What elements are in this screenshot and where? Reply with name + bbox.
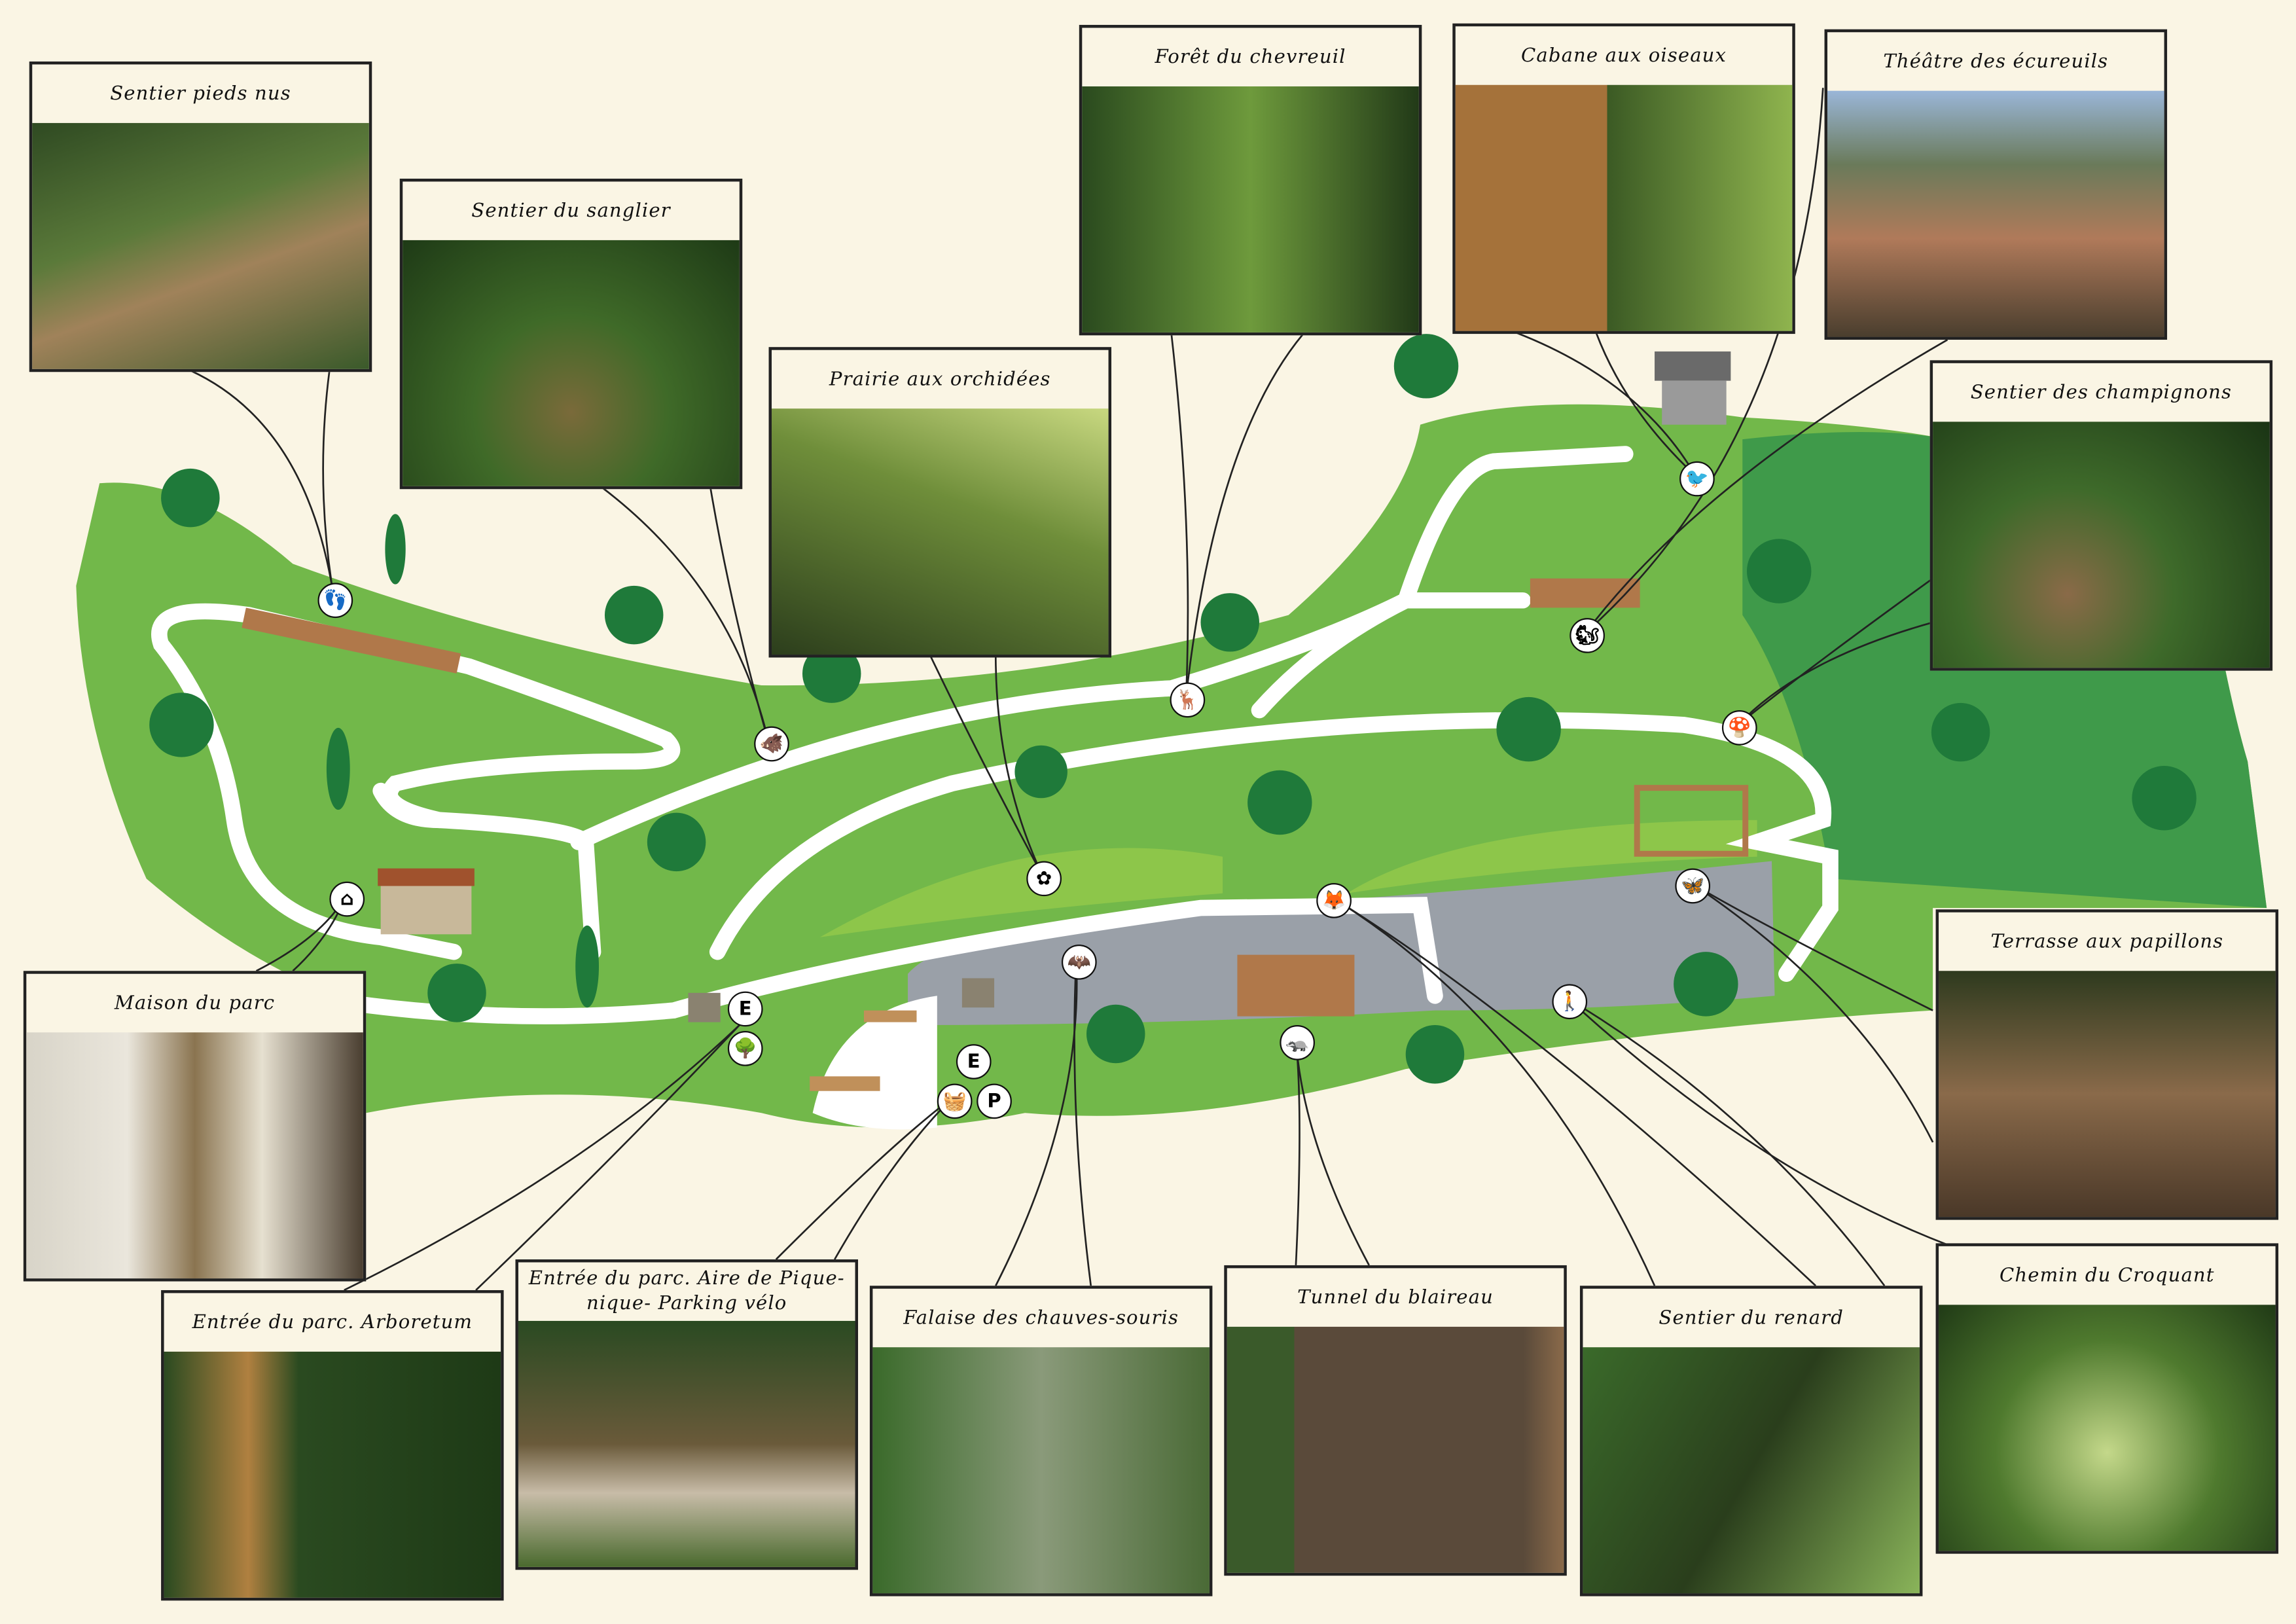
panel-title: Sentier des champignons xyxy=(1970,381,2233,404)
connector-lines xyxy=(190,88,1948,1291)
panel-title: Maison du parc xyxy=(114,992,276,1015)
entrance-marker-1[interactable]: E xyxy=(727,991,763,1027)
photo xyxy=(1939,971,2276,1218)
photo xyxy=(872,1347,1210,1594)
panel-sentier-du-renard[interactable]: Sentier du renard xyxy=(1579,1286,1923,1597)
bird-icon[interactable]: 🐦 xyxy=(1679,461,1715,497)
boar-icon[interactable]: 🐗 xyxy=(754,726,789,762)
panel-title: Entrée du parc. Arboretum xyxy=(192,1311,473,1333)
panel-theatre-des-ecureuils[interactable]: Théâtre des écureuils xyxy=(1824,29,2168,340)
panel-title: Sentier du sanglier xyxy=(471,200,671,222)
panel-prairie-aux-orchidees[interactable]: Prairie aux orchidées xyxy=(768,347,1112,658)
entrance-marker-2[interactable]: E xyxy=(956,1044,992,1079)
footprint-icon[interactable]: 👣 xyxy=(317,583,353,619)
photo xyxy=(1227,1326,1564,1573)
tree-icon[interactable]: 🌳 xyxy=(727,1030,763,1066)
meadow-light-area-2 xyxy=(1347,820,1757,893)
photo xyxy=(1082,86,1419,333)
house-icon[interactable]: ⌂ xyxy=(329,881,365,917)
panel-title: Entrée du parc. Aire de Pique-nique- Par… xyxy=(528,1268,845,1316)
photo xyxy=(164,1351,501,1598)
fox-icon[interactable]: 🦊 xyxy=(1316,883,1352,918)
butterfly-icon[interactable]: 🦋 xyxy=(1675,868,1711,904)
panel-falaise-des-chauves-souris[interactable]: Falaise des chauves-souris xyxy=(869,1286,1213,1597)
panel-entree-arboretum[interactable]: Entrée du parc. Arboretum xyxy=(161,1290,504,1601)
panel-sentier-pieds-nus[interactable]: Sentier pieds nus xyxy=(29,61,372,372)
panel-title: Tunnel du blaireau xyxy=(1297,1286,1494,1308)
flower-icon[interactable]: ✿ xyxy=(1026,861,1062,897)
picnic-basket-icon[interactable]: 🧺 xyxy=(937,1083,973,1119)
photo xyxy=(772,408,1109,655)
photo xyxy=(1455,84,1793,331)
photo xyxy=(32,122,369,369)
panel-title: Cabane aux oiseaux xyxy=(1521,45,1727,67)
panel-cabane-aux-oiseaux[interactable]: Cabane aux oiseaux xyxy=(1452,23,1795,334)
photo xyxy=(403,240,740,486)
trees xyxy=(149,334,2197,1084)
bat-icon[interactable]: 🦇 xyxy=(1061,944,1097,980)
photo xyxy=(1827,90,2164,337)
squirrel-icon[interactable]: 🐿 xyxy=(1570,618,1605,653)
panel-chemin-du-croquant[interactable]: Chemin du Croquant xyxy=(1935,1243,2279,1554)
buildings xyxy=(242,351,1749,1091)
panel-title: Sentier du renard xyxy=(1659,1307,1844,1329)
panel-title: Théâtre des écureuils xyxy=(1883,50,2109,73)
badger-icon[interactable]: 🦡 xyxy=(1280,1025,1316,1060)
panel-tunnel-du-blaireau[interactable]: Tunnel du blaireau xyxy=(1224,1265,1567,1576)
meadow-light-area xyxy=(819,848,1223,937)
photo xyxy=(518,1320,855,1567)
photo xyxy=(1583,1347,1920,1594)
panel-maison-du-parc[interactable]: Maison du parc xyxy=(23,971,367,1282)
panel-sentier-des-champignons[interactable]: Sentier des champignons xyxy=(1929,360,2273,671)
panel-terrasse-aux-papillons[interactable]: Terrasse aux papillons xyxy=(1935,909,2279,1220)
panel-sentier-du-sanglier[interactable]: Sentier du sanglier xyxy=(399,178,743,490)
panel-foret-du-chevreuil[interactable]: Forêt du chevreuil xyxy=(1079,25,1422,336)
photo xyxy=(26,1032,363,1279)
panel-title: Falaise des chauves-souris xyxy=(903,1307,1179,1329)
panel-title: Terrasse aux papillons xyxy=(1990,930,2224,953)
panel-title: Forêt du chevreuil xyxy=(1155,46,1346,69)
deer-icon[interactable]: 🦌 xyxy=(1170,682,1206,718)
panel-title: Prairie aux orchidées xyxy=(829,368,1051,391)
hiker-icon[interactable]: 🚶 xyxy=(1552,984,1588,1020)
mushroom-icon[interactable]: 🍄 xyxy=(1721,710,1757,746)
photo xyxy=(1939,1305,2276,1551)
panel-title: Sentier pieds nus xyxy=(110,82,291,105)
picnic-area xyxy=(812,996,937,1130)
cliff-area xyxy=(908,861,1775,1026)
panel-title: Chemin du Croquant xyxy=(2000,1264,2215,1287)
panel-entree-aire-pique-nique[interactable]: Entrée du parc. Aire de Pique-nique- Par… xyxy=(515,1259,858,1570)
photo xyxy=(1933,422,2270,668)
bike-parking-icon[interactable]: P xyxy=(977,1083,1012,1119)
